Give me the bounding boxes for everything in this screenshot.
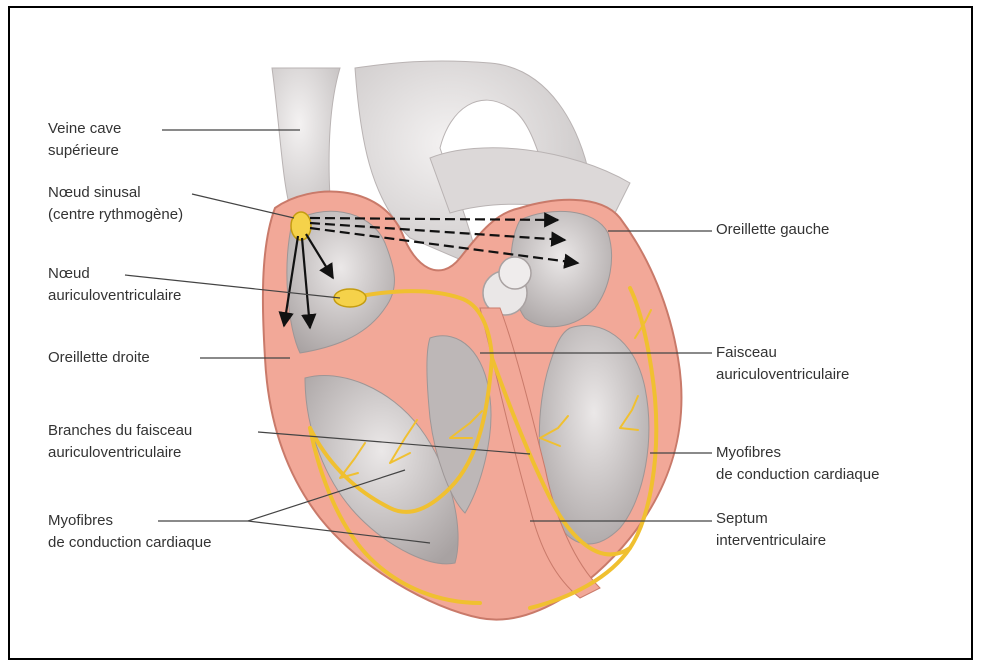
label-noeud-sinusal: Nœud sinusal(centre rythmogène) [48,182,183,226]
label-oreillette-droite: Oreillette droite [48,347,150,369]
aortic-valve [499,257,531,289]
superior-vena-cava [272,68,340,208]
label-oreillette-gauche: Oreillette gauche [716,219,829,241]
heart-conduction-diagram [10,8,975,662]
